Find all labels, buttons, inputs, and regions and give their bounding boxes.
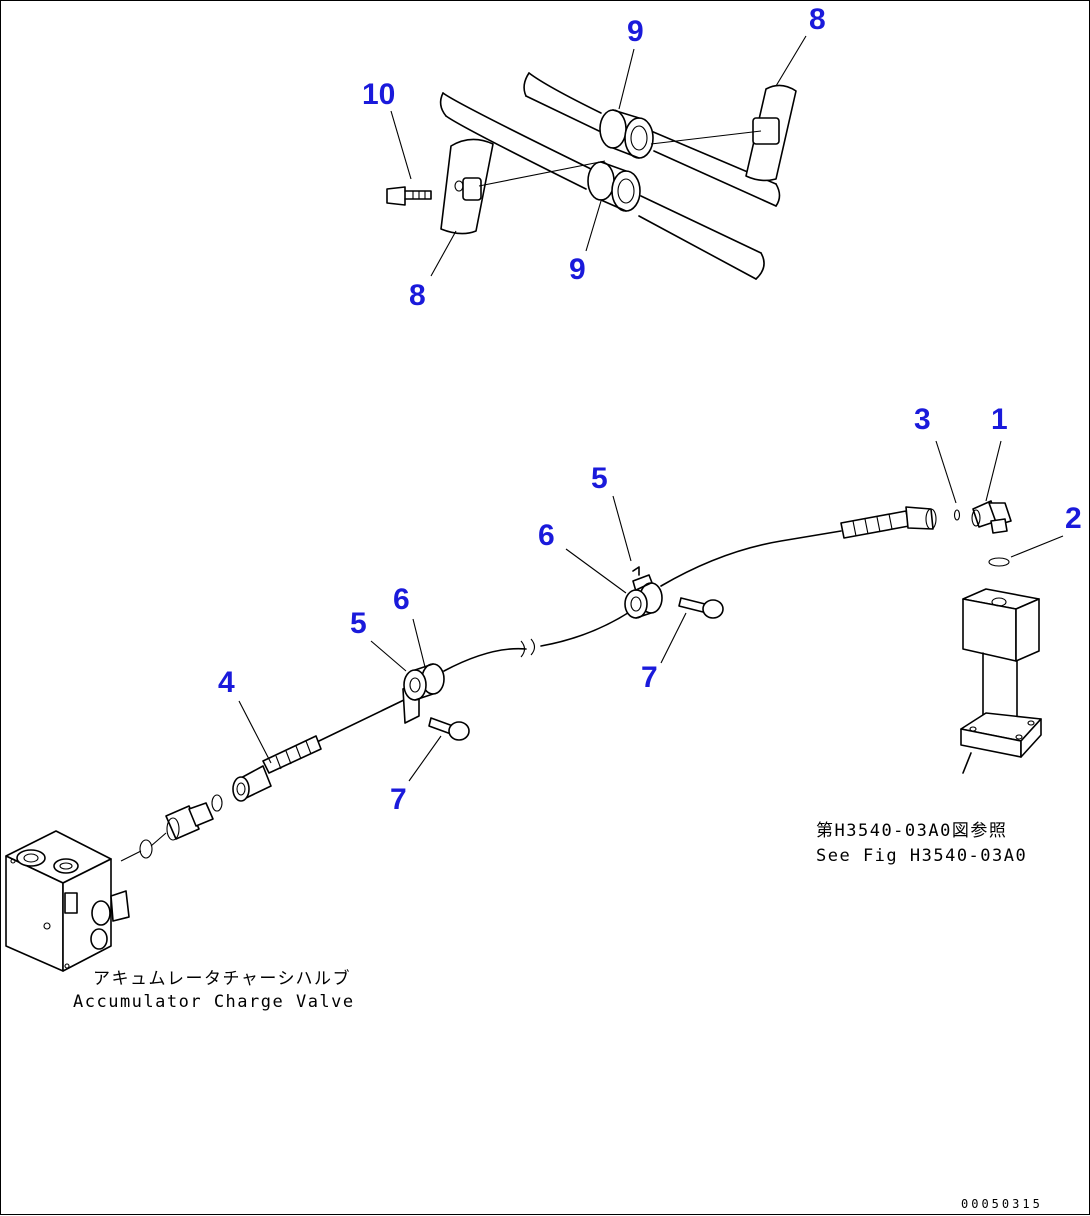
grommet-upper [599,109,654,159]
clamp-plate-left [440,138,494,235]
o-ring-left-b [139,839,153,859]
grommet-lower [587,161,641,212]
valve-label-en: Accumulator Charge Valve [73,992,355,1012]
bolt-10 [386,180,464,206]
clamp-right [624,566,663,619]
leader-lines [238,35,1064,782]
reference-label-jp: 第H3540-03A0図参照 [816,821,1008,841]
hose-end-fitting-4 [232,735,322,802]
callout-6-left: 6 [393,583,410,616]
callout-4: 4 [218,666,235,699]
bolt-7-left [428,717,470,741]
callout-3: 3 [914,403,931,436]
valve-label-jp: アキュムレータチャーシハルブ [93,969,351,989]
accumulator-block [960,588,1042,774]
o-ring-2 [988,557,1010,567]
elbow-fitting-1 [971,500,1012,534]
adapter-fitting [165,802,214,841]
callout-8-top: 8 [809,3,826,36]
hose-end-fitting-3 [840,506,937,539]
o-ring-left-a [211,794,223,812]
drawing-code: 00050315 [961,1197,1043,1211]
callout-1: 1 [991,403,1008,436]
accumulator-charge-valve [5,830,130,972]
clamp-left [402,663,445,724]
callout-6-right: 6 [538,519,555,552]
callout-8-left: 8 [409,279,426,312]
callout-9-bottom: 9 [569,253,586,286]
top-pipe-assembly [386,72,797,280]
callout-9-top: 9 [627,15,644,48]
bolt-7-right [678,597,724,619]
callout-7-right: 7 [641,661,658,694]
callout-7-left: 7 [390,783,407,816]
hose-assembly [5,500,1042,972]
callout-2: 2 [1065,502,1082,535]
callout-5-right: 5 [591,462,608,495]
callout-10: 10 [362,78,396,111]
clamp-plate-right [745,84,797,182]
o-ring-3 [953,509,961,521]
callout-5-left: 5 [350,607,367,640]
reference-label-en: See Fig H3540-03A0 [816,846,1028,866]
